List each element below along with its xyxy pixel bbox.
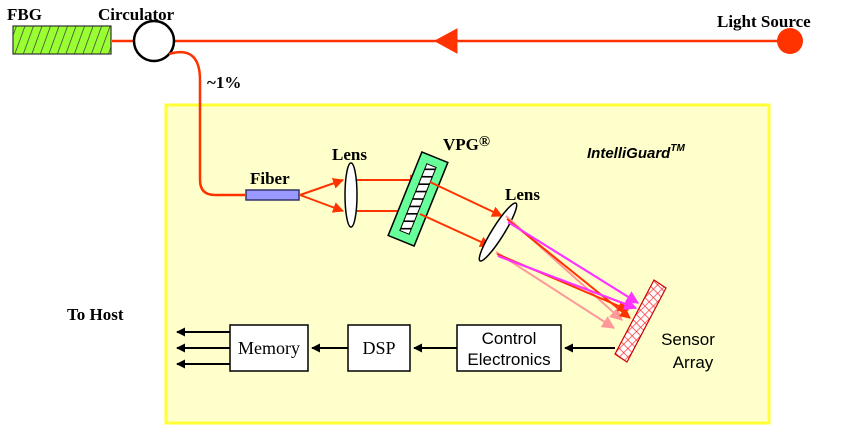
fiber-element xyxy=(245,189,300,201)
sensor-array xyxy=(614,279,667,363)
ray-magenta-2 xyxy=(497,254,638,310)
ray-fiber-lower xyxy=(299,194,345,213)
light-source-dot xyxy=(777,28,803,54)
lens-left xyxy=(344,162,358,228)
circulator xyxy=(132,19,176,63)
control-electronics-box xyxy=(456,324,562,372)
intelliguard-label: IntelliGuardTM xyxy=(587,143,685,162)
control-label-line1: Control xyxy=(482,329,537,348)
ray-diffracted-upper xyxy=(429,181,503,217)
vpg-label: VPG® xyxy=(443,134,490,154)
fiber-label: Fiber xyxy=(250,169,290,188)
fbg-label: FBG xyxy=(7,5,42,24)
direction-arrow xyxy=(433,28,458,54)
ray-fiber-upper xyxy=(299,178,345,196)
ray-pink-2 xyxy=(495,251,616,329)
lens-right-label: Lens xyxy=(505,185,540,204)
tap-percent-label: ~1% xyxy=(207,73,241,92)
tap-fiber xyxy=(168,51,245,197)
circulator-label: Circulator xyxy=(98,5,175,24)
control-label-line2: Electronics xyxy=(467,350,550,369)
lens-left-label: Lens xyxy=(332,145,367,164)
fbg-grating xyxy=(12,25,112,55)
dsp-label: DSP xyxy=(362,338,395,358)
sensor-label-line1: Sensor xyxy=(661,330,715,349)
sensor-label-line2: Array xyxy=(673,353,714,372)
ray-magenta-1 xyxy=(507,221,640,304)
to-host-label: To Host xyxy=(67,305,124,324)
light-source-label: Light Source xyxy=(717,12,811,31)
memory-box xyxy=(229,324,309,372)
vpg-grating xyxy=(387,151,449,247)
memory-label: Memory xyxy=(238,338,300,358)
ray-diffracted-lower xyxy=(419,213,492,247)
